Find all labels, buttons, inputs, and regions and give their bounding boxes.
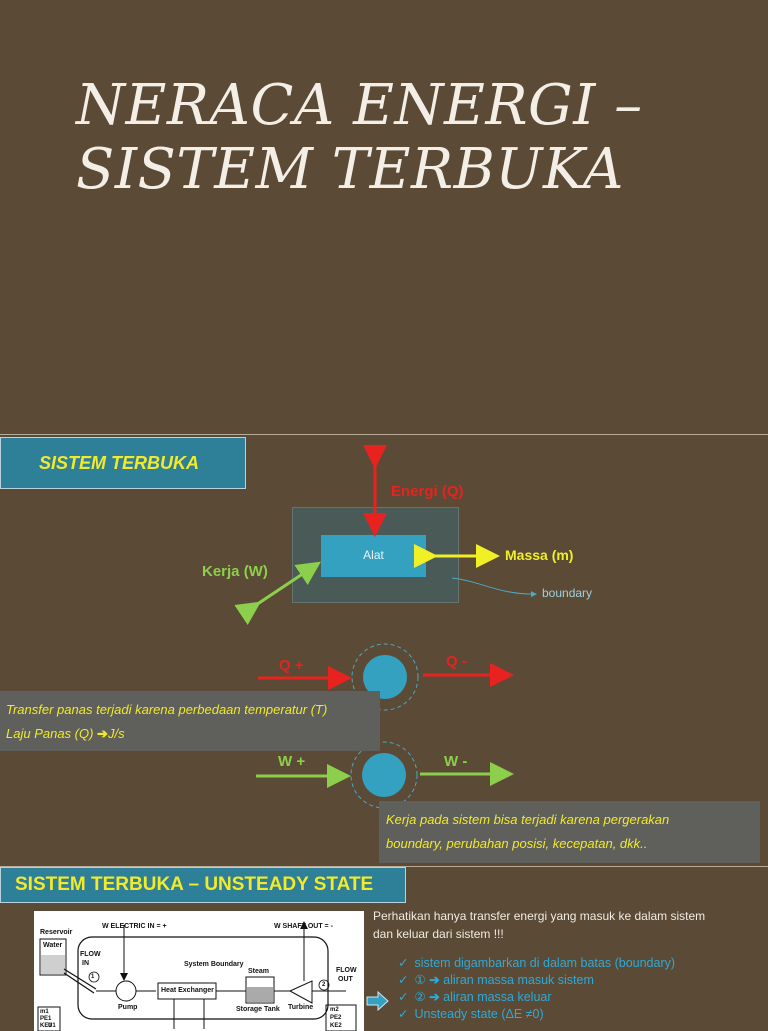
right-arrow-icon: ➔ (429, 973, 440, 987)
open-system-slide: SISTEM TERBUKA Alat Energi (Q) Massa (m)… (0, 434, 768, 865)
fig-m2: m2 (330, 1007, 339, 1013)
paragraph-line-2: dan keluar dari sistem !!! (373, 927, 504, 941)
mass-label: Massa (m) (505, 547, 574, 563)
checklist-item-text: sistem digambarkan di dalam batas (bound… (414, 956, 676, 970)
section-title-open-system: SISTEM TERBUKA (0, 437, 246, 489)
circled-number-1: ① (414, 973, 426, 987)
q-minus-label: Q - (446, 653, 467, 670)
fig-steam-label: Steam (248, 968, 270, 975)
work-label: Kerja (W) (202, 563, 268, 580)
open-system-figure: Reservoir Water FLOW IN 1 W ELECTRIC IN … (34, 911, 364, 1031)
heat-transfer-note: Transfer panas terjadi karena perbedaan … (0, 691, 380, 751)
heat-rate-text: Laju Panas (Q) (6, 726, 98, 741)
fig-flow-in-label: FLOW (80, 951, 101, 958)
heat-rate-unit: J/s (107, 726, 125, 741)
heat-circle-boundary (351, 643, 419, 711)
fig-w-electric-label: W ELECTRIC IN = + (102, 923, 167, 930)
checklist-item-text: Unsteady state (ΔE ≠0) (414, 1007, 544, 1021)
fig-flow-out-label: FLOW (336, 967, 357, 974)
w-plus-label: W + (278, 753, 306, 770)
w-minus-label: W - (444, 753, 468, 770)
unsteady-state-slide: SISTEM TERBUKA – UNSTEADY STATE (0, 866, 768, 1031)
q-plus-label: Q + (279, 657, 304, 674)
circled-number-2: ② (414, 990, 426, 1004)
checkmark-icon: ✓ (398, 1007, 409, 1021)
fig-inlet-number: 1 (91, 974, 95, 980)
fig-m1: m1 (40, 1009, 49, 1015)
fig-outlet-number: 2 (322, 982, 326, 988)
checklist: ✓ sistem digambarkan di dalam batas (boun… (398, 955, 758, 1023)
fig-flow-in-label-2: IN (82, 960, 89, 967)
heat-note-line-2: Laju Panas (Q) ➔J/s (6, 722, 374, 746)
right-arrow-icon: ➔ (97, 726, 108, 741)
fig-water-label: Water (43, 942, 63, 949)
title-slide: NERACA ENERGI – SISTEM TERBUKA (0, 0, 768, 432)
work-circle (362, 753, 406, 797)
paragraph-line-1: Perhatikan hanya transfer energi yang ma… (373, 909, 706, 923)
fig-heat-exchanger-label: Heat Exchanger (161, 987, 214, 994)
right-arrow-icon: ➔ (429, 990, 440, 1004)
arrow-right-icon (366, 991, 389, 1011)
checklist-item: ✓ ① ➔ aliran massa masuk sistem (398, 972, 758, 989)
title-line-1: NERACA ENERGI – (76, 73, 643, 138)
checklist-item: ✓ Unsteady state (ΔE ≠0) (398, 1006, 758, 1023)
slide-title: NERACA ENERGI – SISTEM TERBUKA (76, 74, 756, 202)
fig-flow-out-label-2: OUT (338, 976, 353, 983)
instruction-paragraph: Perhatikan hanya transfer energi yang ma… (373, 907, 763, 943)
work-note-line-2: boundary, perubahan posisi, kecepatan, d… (386, 836, 648, 851)
fig-reservoir-label: Reservoir (40, 929, 73, 936)
fig-pe2: PE2 (330, 1015, 342, 1021)
fig-pe1: PE1 (40, 1016, 52, 1022)
checklist-item: ✓ ② ➔ aliran massa keluar (398, 989, 758, 1006)
section-title-unsteady: SISTEM TERBUKA – UNSTEADY STATE (0, 867, 406, 903)
fig-system-boundary-label: System Boundary (184, 961, 244, 968)
figure-drawing (37, 921, 357, 1031)
boundary-label: boundary (542, 586, 593, 600)
energy-label: Energi (Q) (391, 483, 464, 500)
checkmark-icon: ✓ (398, 973, 409, 987)
heat-circle (363, 655, 407, 699)
checkmark-icon: ✓ (398, 990, 409, 1004)
work-note: Kerja pada sistem bisa terjadi karena pe… (379, 801, 760, 863)
fig-storage-tank-label: Storage Tank (236, 1006, 280, 1013)
boundary-pointer (451, 577, 537, 598)
checklist-item-text: aliran massa masuk sistem (439, 973, 594, 987)
fig-pump-label: Pump (118, 1004, 138, 1011)
checklist-item-text: aliran massa keluar (439, 990, 552, 1004)
heat-note-line-1: Transfer panas terjadi karena perbedaan … (6, 702, 328, 717)
title-line-2: SISTEM TERBUKA (76, 137, 624, 202)
fig-turbine-label: Turbine (288, 1004, 314, 1011)
equipment-box: Alat (321, 535, 426, 577)
work-arrow (234, 561, 321, 625)
work-note-line-1: Kerja pada sistem bisa terjadi karena pe… (386, 812, 670, 827)
fig-w-shaft-label: W SHAFT OUT = - (274, 923, 333, 930)
checkmark-icon: ✓ (398, 956, 409, 970)
checklist-item: ✓ sistem digambarkan di dalam batas (boun… (398, 955, 758, 972)
